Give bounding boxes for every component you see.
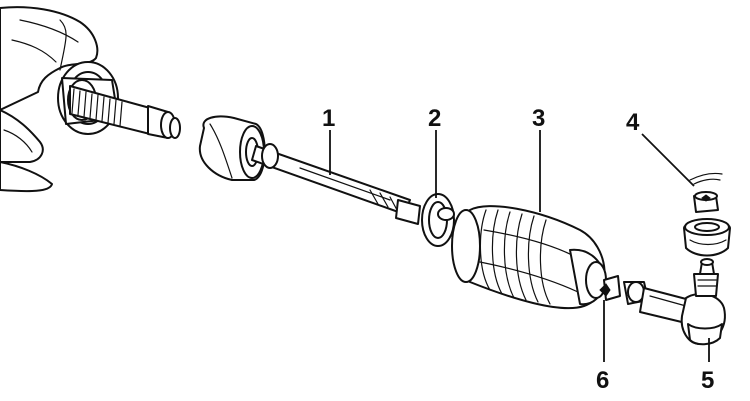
leader-4 <box>641 133 695 187</box>
callout-2: 2 <box>428 105 441 132</box>
ball-joint-cap <box>683 218 731 257</box>
tie-rod-shaft <box>251 143 421 225</box>
leader-lines <box>329 130 710 362</box>
rack-shaft <box>69 85 181 139</box>
cotter-pin <box>689 172 723 185</box>
callout-3: 3 <box>532 105 545 132</box>
rack-teeth <box>71 88 123 127</box>
castle-nut <box>693 191 719 213</box>
callout-6: 6 <box>596 367 609 394</box>
hand-illustration <box>0 6 99 193</box>
tie-rod-end <box>639 258 726 346</box>
callout-4: 4 <box>626 109 640 136</box>
lock-ring <box>421 193 455 247</box>
lock-nut <box>599 275 649 305</box>
rubber-boot <box>451 205 607 310</box>
callout-5: 5 <box>701 367 714 394</box>
callout-1: 1 <box>322 105 335 132</box>
